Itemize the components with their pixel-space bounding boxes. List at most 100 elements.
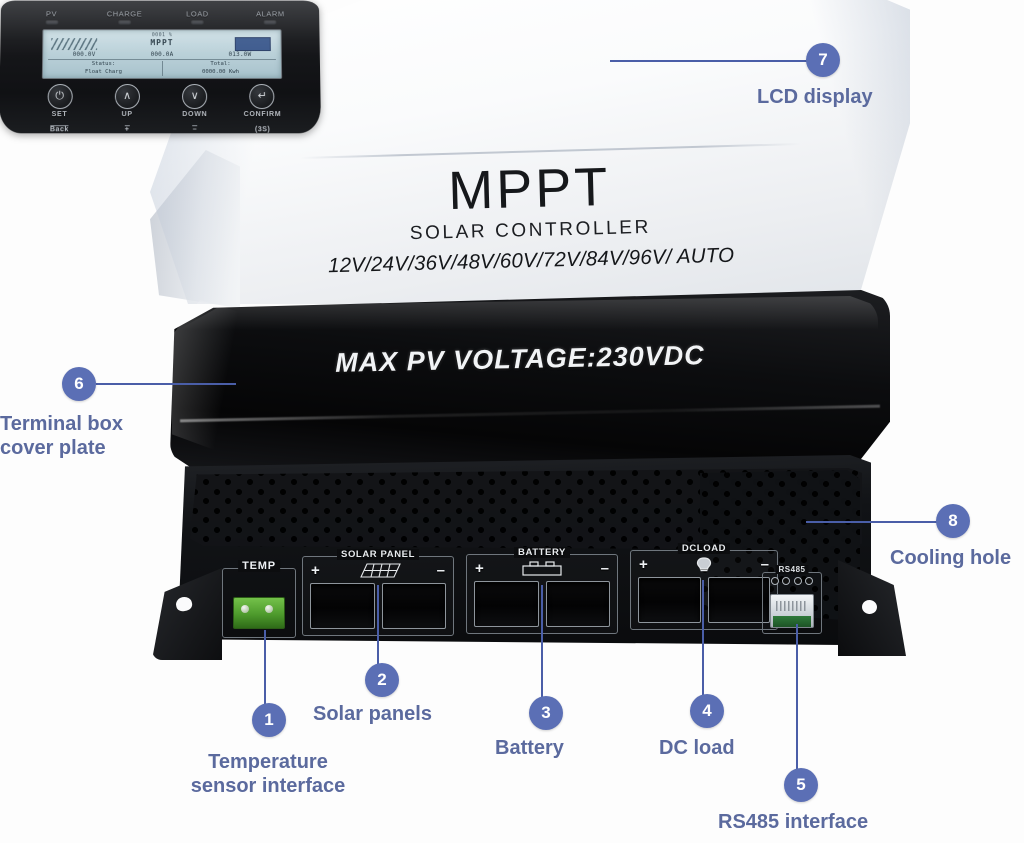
led-label-alarm: ALARM (256, 9, 285, 19)
rj45-connector-icon[interactable] (770, 594, 814, 628)
lcd-display[interactable]: 0001 % MPPT 000.0V 000.0A 013.0W Status:… (41, 29, 283, 79)
leader-line-4 (702, 580, 705, 696)
up-button-sublabel: + (124, 124, 130, 134)
lcd-status-title: Status: (91, 61, 116, 67)
lcd-status-grid: Status: Float Charg Total: 0000.00 Kwh (45, 61, 279, 76)
led-indicator-row: PV CHARGE LOAD ALARM (23, 9, 300, 26)
dcload-plus-sign: + (639, 556, 648, 573)
temperature-sensor-interface[interactable]: TEMP (222, 560, 296, 638)
solar-port-negative[interactable] (381, 583, 446, 629)
solar-plus-sign: + (311, 562, 320, 579)
callout-number-8[interactable]: 8 (936, 504, 970, 538)
lcd-total-title: Total: (210, 61, 231, 67)
dcload-port-positive[interactable] (638, 577, 701, 623)
dcload-port-negative[interactable] (707, 577, 770, 623)
led-label-load: LOAD (186, 9, 209, 19)
callout-number-5[interactable]: 5 (784, 768, 818, 802)
led-indicator-icon (44, 20, 58, 26)
branding-block: MPPT SOLAR CONTROLLER 12V/24V/36V/48V/60… (269, 155, 792, 280)
chevron-up-icon: ∧ (114, 83, 140, 110)
control-panel: PV CHARGE LOAD ALARM 0001 % MPPT (0, 0, 322, 134)
leader-line-5 (796, 624, 799, 770)
lcd-readings-row: 000.0V 000.0A 013.0W (45, 51, 279, 58)
callout-number-3[interactable]: 3 (529, 696, 563, 730)
led-indicator-charge: CHARGE (96, 9, 154, 26)
up-button-label: UP (121, 111, 133, 119)
lcd-mode-text: MPPT (150, 38, 174, 48)
callout-label-4: DC load (659, 737, 735, 759)
lcd-total-value: 0000.00 Kwh (201, 68, 240, 75)
callout-label-5: RS485 interface (718, 811, 869, 833)
down-button-label: DOWN (182, 111, 208, 119)
dcload-minus-sign: – (760, 556, 769, 573)
lcd-status-cell: Status: Float Charg (45, 61, 162, 76)
led-indicator-alarm: ALARM (242, 9, 300, 26)
callout-label-2: Solar panels (313, 703, 432, 725)
callout-number-1[interactable]: 1 (252, 703, 286, 737)
solar-panel-icon (355, 563, 401, 583)
rs485-label: RS485 (775, 565, 809, 574)
solar-port-pair (310, 583, 446, 629)
solar-minus-sign: – (436, 562, 445, 579)
lcd-divider (48, 59, 276, 61)
up-button[interactable]: ∧ UP + (97, 83, 157, 134)
solar-panel-label: SOLAR PANEL (337, 549, 419, 560)
leader-line-6 (96, 383, 236, 386)
callout-label-3: Battery (495, 737, 564, 759)
led-indicator-icon (118, 20, 131, 26)
led-indicator-load: LOAD (169, 9, 227, 26)
battery-icon (522, 561, 562, 581)
lcd-reading-current: 000.0A (150, 51, 174, 59)
confirm-button-sublabel: (3S) (254, 126, 271, 134)
dcload-label: DCLOAD (677, 543, 731, 554)
led-indicator-icon (264, 20, 278, 26)
led-indicator-pv: PV (23, 9, 81, 26)
dcload-port-pair (638, 577, 770, 623)
enter-confirm-icon: ↵ (249, 83, 275, 110)
temperature-connector-icon (233, 597, 285, 629)
confirm-button-label: CONFIRM (243, 111, 282, 119)
callout-label-8: Cooling hole (890, 547, 1012, 569)
callout-number-7[interactable]: 7 (806, 43, 840, 77)
callout-number-4[interactable]: 4 (690, 694, 724, 728)
battery-port-pair (474, 581, 610, 627)
lcd-total-cell: Total: 0000.00 Kwh (162, 61, 279, 76)
leader-line-3 (541, 585, 544, 698)
battery-plus-sign: + (475, 560, 484, 577)
battery-port-positive[interactable] (474, 581, 539, 627)
confirm-button[interactable]: ↵ CONFIRM (3S) (232, 83, 293, 134)
leader-line-2 (377, 585, 380, 665)
callout-number-2[interactable]: 2 (365, 663, 399, 697)
leader-line-1 (264, 630, 267, 705)
set-back-button[interactable]: ⏻ SET Back (29, 83, 90, 134)
lcd-reading-voltage: 000.0V (72, 51, 96, 59)
solar-port-positive[interactable] (310, 583, 375, 629)
led-label-pv: PV (45, 9, 58, 19)
battery-minus-sign: – (600, 560, 609, 577)
chevron-down-icon: ∨ (182, 83, 208, 110)
power-set-icon: ⏻ (47, 83, 73, 110)
lcd-status-value: Float Charg (84, 68, 123, 75)
led-indicator-icon (191, 20, 204, 26)
battery-label: BATTERY (513, 547, 571, 558)
set-button-label: SET (51, 111, 68, 119)
terminal-box-cover-plate (170, 290, 890, 468)
down-button[interactable]: ∨ DOWN – (165, 83, 225, 134)
temp-label: TEMP (238, 560, 280, 572)
callout-label-6: Terminal box cover plate (0, 413, 123, 460)
callout-label-7: LCD display (757, 86, 873, 108)
callout-number-6[interactable]: 6 (62, 367, 96, 401)
button-row: ⏻ SET Back ∧ UP + ∨ DOWN – ↵ CONFIRM (3S… (29, 83, 293, 134)
battery-port-negative[interactable] (545, 581, 610, 627)
leader-line-7 (610, 60, 810, 63)
led-label-charge: CHARGE (106, 9, 143, 19)
leader-line-8 (806, 521, 938, 524)
rs485-interface[interactable]: RS485 (762, 565, 822, 634)
lamp-load-icon (694, 557, 714, 578)
solar-panel-terminal-group[interactable]: SOLAR PANEL + – (302, 549, 454, 636)
dc-load-terminal-group[interactable]: DCLOAD + – (630, 543, 778, 630)
down-button-sublabel: – (192, 124, 198, 134)
callout-label-1: Temperature sensor interface (190, 751, 346, 798)
lcd-reading-power: 013.0W (228, 51, 252, 59)
